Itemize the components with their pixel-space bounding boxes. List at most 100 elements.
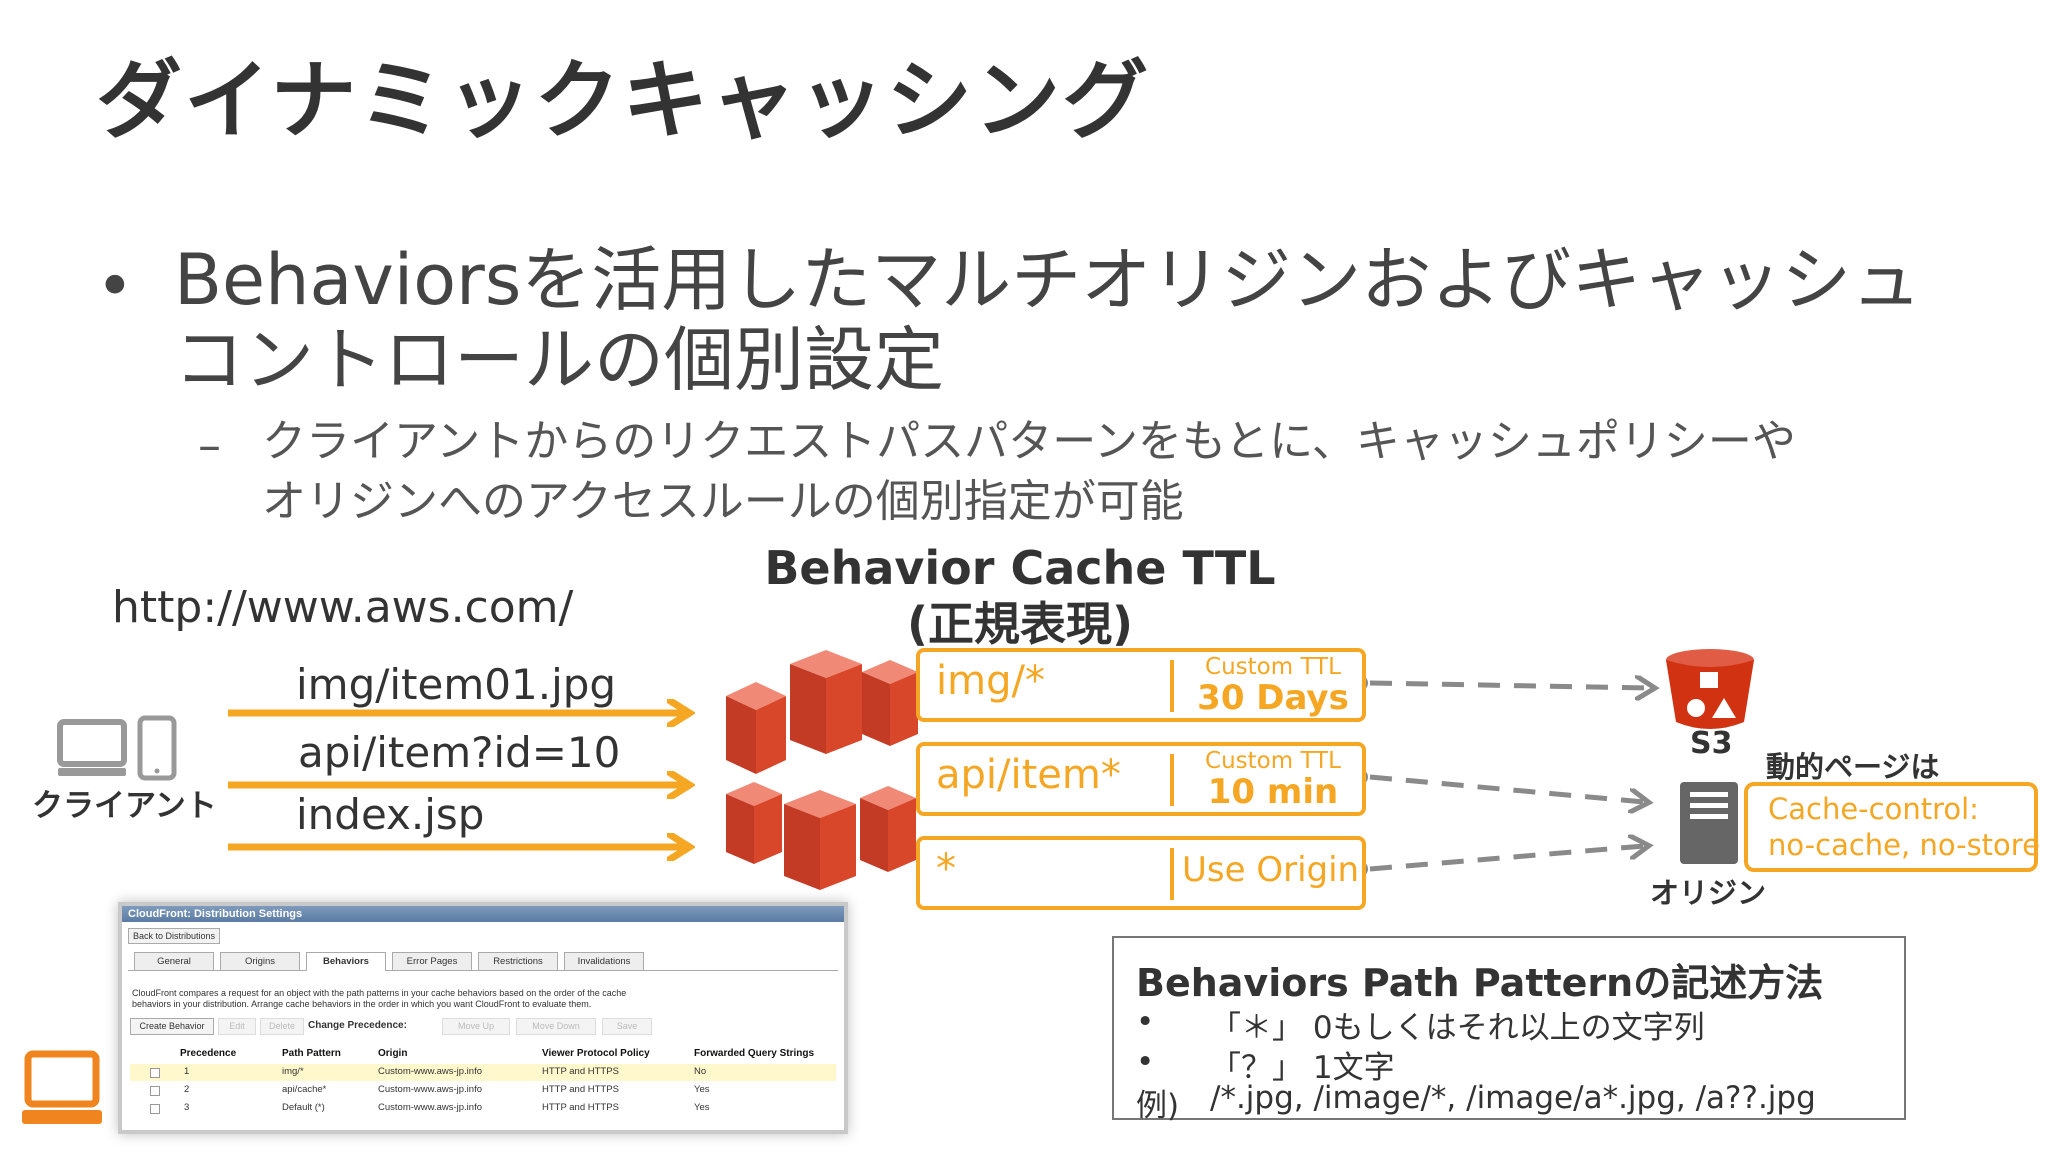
tab-behaviors[interactable]: Behaviors (306, 952, 386, 971)
save-button[interactable]: Save (602, 1018, 652, 1035)
main-bullet-line2: コントロールの個別設定 (174, 319, 944, 401)
dynamic-page-label: 動的ページは (1766, 750, 1940, 784)
sub-bullet-marker: – (198, 418, 221, 472)
behavior-pattern: api/item* (936, 752, 1121, 798)
behavior-divider (1170, 754, 1174, 806)
arrow-to-origin-1 (1369, 774, 1644, 802)
mobile-phone-icon (137, 715, 177, 781)
back-to-distributions-button[interactable]: Back to Distributions (128, 928, 221, 944)
table-row[interactable]: 2 api/cache* Custom-www.aws-jp.info HTTP… (130, 1082, 836, 1099)
cell-query-strings: No (694, 1066, 707, 1077)
cell-precedence: 1 (184, 1066, 190, 1077)
server-icon (1680, 782, 1738, 864)
cache-control-line1: Cache-control: (1768, 792, 1979, 826)
change-precedence-label: Change Precedence: (308, 1020, 407, 1031)
sub-bullet-line2: オリジンへのアクセスルールの個別指定が可能 (262, 476, 1184, 527)
cache-control-box: Cache-control: no-cache, no-store (1744, 782, 2040, 872)
reference-example: /*.jpg, /image/*, /image/a*.jpg, /a??.jp… (1210, 1080, 1816, 1116)
path-label-2: api/item?id=10 (298, 728, 621, 777)
move-up-button[interactable]: Move Up (442, 1018, 510, 1035)
move-down-button[interactable]: Move Down (516, 1018, 596, 1035)
tab-error-pages[interactable]: Error Pages (392, 952, 472, 970)
cell-viewer-protocol: HTTP and HTTPS (542, 1084, 619, 1095)
request-arrows (228, 713, 684, 847)
tab-general[interactable]: General (134, 952, 214, 970)
cell-viewer-protocol: HTTP and HTTPS (542, 1102, 619, 1113)
tab-invalidations[interactable]: Invalidations (564, 952, 644, 970)
tab-origins[interactable]: Origins (220, 952, 300, 970)
table-row[interactable]: 1 img/* Custom-www.aws-jp.info HTTP and … (130, 1064, 836, 1081)
client-label: クライアント (32, 788, 217, 824)
create-behavior-button[interactable]: Create Behavior (130, 1018, 214, 1035)
behavior-row-img: img/* Custom TTL 30 Days (916, 648, 1366, 722)
slide-title: ダイナミックキャッシング (96, 51, 1151, 151)
arrow-to-origin-2 (1369, 846, 1644, 872)
cloudfront-icon (726, 650, 918, 890)
cell-origin: Custom-www.aws-jp.info (378, 1102, 482, 1113)
desktop-icon (57, 719, 127, 776)
edit-button[interactable]: Edit (218, 1018, 256, 1035)
cell-path-pattern: img/* (282, 1066, 304, 1077)
reference-line-1: 「＊」 0もしくはそれ以上の文字列 (1210, 1010, 1705, 1046)
reference-title: Behaviors Path Patternの記述方法 (1136, 961, 1824, 1005)
arrow-to-s3 (1369, 683, 1650, 688)
description-line1: CloudFront compares a request for an obj… (132, 988, 627, 998)
behavior-ttl-label: Custom TTL (1205, 654, 1341, 680)
behavior-ttl-value: 30 Days (1197, 678, 1349, 718)
behavior-cache-ttl-title-line1: Behavior Cache TTL (764, 541, 1276, 595)
path-label-1: img/item01.jpg (296, 660, 617, 709)
behavior-ttl-value: 10 min (1207, 772, 1339, 812)
cell-path-pattern: api/cache* (282, 1084, 327, 1095)
behavior-use-origin: Use Origin (1182, 850, 1360, 890)
cell-origin: Custom-www.aws-jp.info (378, 1066, 482, 1077)
reference-bullet-1: • (1136, 1004, 1155, 1040)
bullet-marker: • (96, 250, 134, 324)
cell-precedence: 2 (184, 1084, 190, 1095)
tab-restrictions[interactable]: Restrictions (478, 952, 558, 970)
main-bullet-line1: Behaviorsを活用したマルチオリジンおよびキャッシュ (174, 239, 1922, 321)
cache-control-line2: no-cache, no-store (1768, 828, 2040, 862)
delete-button[interactable]: Delete (260, 1018, 304, 1035)
column-header-origin: Origin (378, 1048, 408, 1059)
cloudfront-settings-screenshot: CloudFront: Distribution Settings Back t… (118, 902, 848, 1134)
behavior-pattern: * (936, 846, 956, 892)
path-label-3: index.jsp (296, 790, 485, 839)
row-checkbox[interactable] (150, 1086, 160, 1096)
origin-label: オリジン (1650, 876, 1767, 910)
behavior-row-api: api/item* Custom TTL 10 min (916, 742, 1366, 816)
s3-bucket-icon (1666, 649, 1754, 729)
row-checkbox[interactable] (150, 1068, 160, 1078)
window-title: CloudFront: Distribution Settings (122, 906, 844, 922)
column-header-precedence: Precedence (180, 1048, 237, 1059)
reference-example-label: 例) (1136, 1088, 1180, 1124)
cell-viewer-protocol: HTTP and HTTPS (542, 1066, 619, 1077)
cell-precedence: 3 (184, 1102, 190, 1113)
cell-query-strings: Yes (694, 1084, 710, 1095)
behavior-row-default: * Use Origin (916, 836, 1366, 910)
description-line2: behaviors in your distribution. Arrange … (132, 999, 592, 1009)
behavior-pattern: img/* (936, 658, 1045, 704)
behavior-divider (1170, 660, 1174, 712)
behavior-divider (1170, 848, 1174, 900)
table-row[interactable]: 3 Default (*) Custom-www.aws-jp.info HTT… (130, 1100, 836, 1117)
cell-query-strings: Yes (694, 1102, 710, 1113)
path-pattern-reference-box: Behaviors Path Patternの記述方法 • 「＊」 0もしくはそ… (1112, 936, 1906, 1124)
behavior-cache-ttl-title-line2: (正規表現) (906, 597, 1134, 651)
main-bullet: Behaviorsを活用したマルチオリジンおよびキャッシュ コントロールの個別設… (174, 240, 1974, 400)
row-checkbox[interactable] (150, 1104, 160, 1114)
reference-line-2: 「？」 1文字 (1210, 1050, 1395, 1086)
origin-arrows (1352, 675, 1650, 877)
settings-tabs: General Origins Behaviors Error Pages Re… (128, 950, 838, 971)
behavior-cache-ttl-title: Behavior Cache TTL (正規表現) (740, 540, 1300, 652)
laptop-icon (22, 1050, 102, 1124)
site-url: http://www.aws.com/ (112, 582, 574, 633)
reference-bullet-2: • (1136, 1044, 1155, 1080)
column-header-forwarded-query-strings: Forwarded Query Strings (694, 1048, 815, 1059)
behavior-ttl-label: Custom TTL (1205, 748, 1341, 774)
sub-bullet: クライアントからのリクエストパスパターンをもとに、キャッシュポリシーや オリジン… (262, 412, 1942, 532)
s3-label: S3 (1690, 726, 1733, 761)
cell-path-pattern: Default (*) (282, 1102, 325, 1113)
cell-origin: Custom-www.aws-jp.info (378, 1084, 482, 1095)
column-header-path-pattern: Path Pattern (282, 1048, 341, 1059)
